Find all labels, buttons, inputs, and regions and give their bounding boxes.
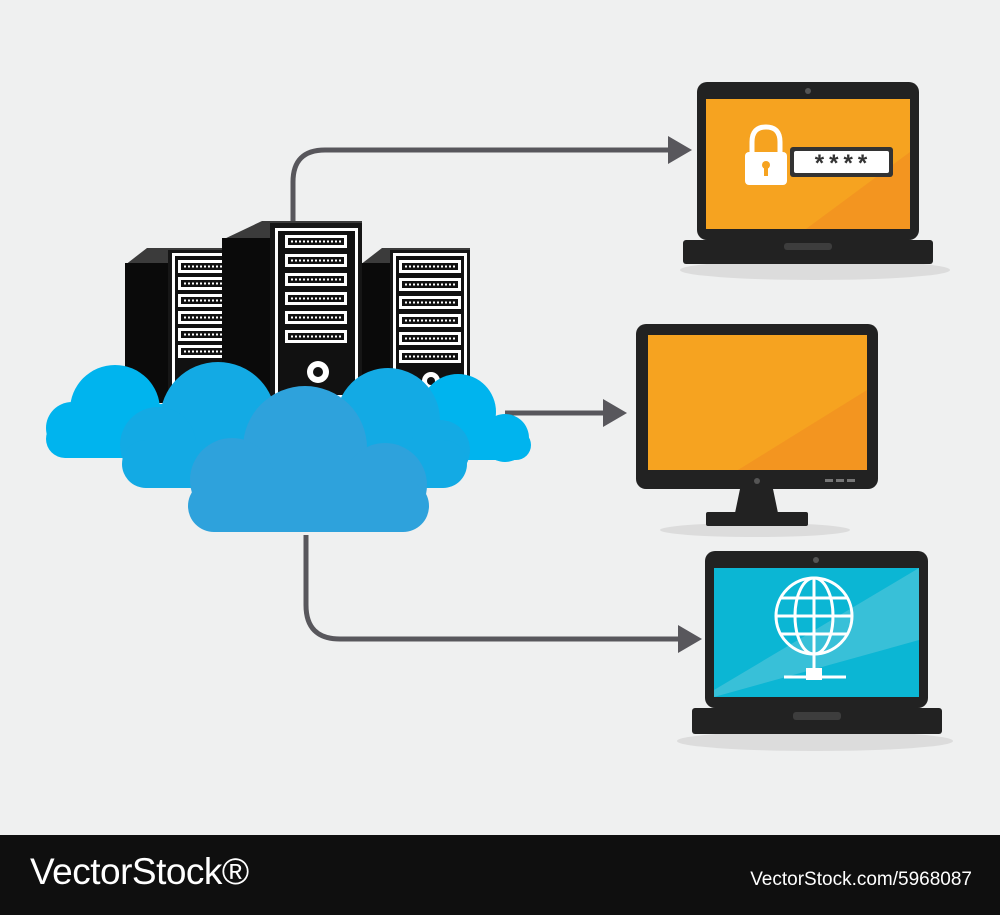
arrow-to-laptop-bottom bbox=[303, 535, 702, 653]
arrow-icon bbox=[603, 399, 627, 427]
laptop-top: **** bbox=[680, 82, 950, 280]
vectorstock-brand: VectorStock® bbox=[30, 851, 249, 892]
padlock-icon bbox=[745, 124, 787, 185]
arrow-icon bbox=[678, 625, 702, 653]
arrow-to-laptop-top bbox=[290, 136, 692, 225]
monitor-icon bbox=[636, 324, 878, 537]
image-reference: VectorStock.com/5968087 bbox=[750, 869, 972, 890]
cloud-network-illustration: **** bbox=[46, 82, 953, 751]
globe-network-icon bbox=[774, 576, 854, 679]
arrow-to-monitor bbox=[505, 399, 627, 427]
masked-password-text: **** bbox=[812, 153, 870, 180]
arrow-icon bbox=[668, 136, 692, 164]
cloud-icon bbox=[46, 362, 531, 532]
watermark-footer: VectorStock® VectorStock.com/5968087 bbox=[0, 835, 1000, 915]
password-field: **** bbox=[790, 147, 893, 180]
laptop-bottom bbox=[677, 551, 953, 751]
server-rack-icon bbox=[125, 221, 470, 405]
